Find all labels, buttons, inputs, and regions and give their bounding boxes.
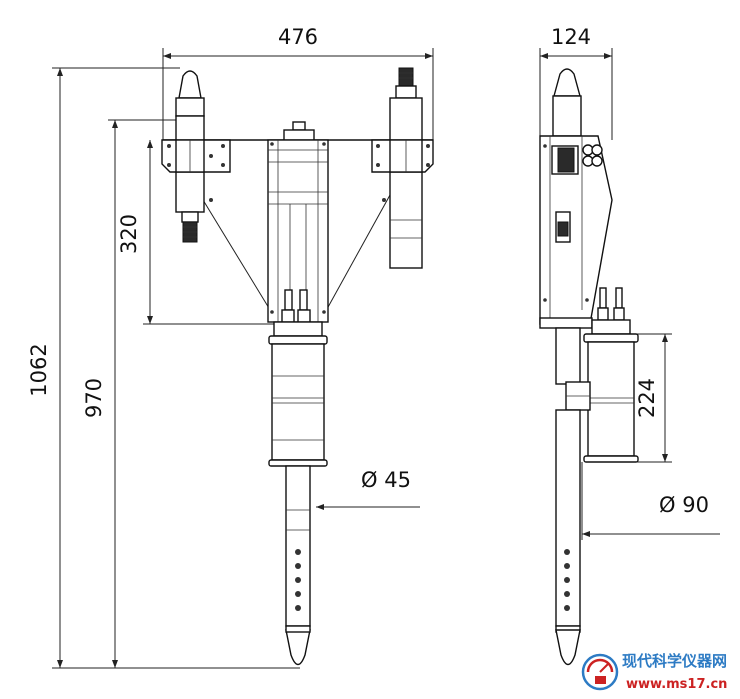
side-mount-plate (539, 135, 613, 329)
dim-rod-diameter: Ø 45 (361, 468, 411, 492)
watermark-site-name: 现代科学仪器网 (622, 652, 727, 670)
watermark: 现代科学仪器网 www.ms17.cn (581, 652, 727, 692)
side-rod-upper (555, 327, 581, 385)
side-connectors (591, 287, 631, 335)
side-main-body (565, 333, 639, 463)
probe-rod (285, 465, 311, 666)
gauge-logo-icon (581, 653, 619, 691)
side-view (539, 68, 639, 666)
dim-body-diameter: Ø 90 (659, 493, 709, 517)
dim-working-height: 970 (82, 378, 106, 418)
dim-total-height: 1062 (27, 343, 51, 396)
dim-body-height: 224 (635, 378, 659, 418)
right-sensor (371, 67, 434, 269)
dim-side-width: 124 (551, 25, 591, 49)
dim-bracket-height: 320 (117, 214, 141, 254)
side-probe-rod (555, 409, 581, 666)
front-view (161, 67, 434, 666)
left-sensor (161, 70, 231, 243)
main-body (268, 335, 328, 467)
dim-front-width: 476 (278, 25, 318, 49)
side-top-sensor (552, 68, 582, 137)
center-frame (267, 121, 329, 337)
watermark-url: www.ms17.cn (626, 677, 727, 692)
dimension-lines (52, 48, 720, 669)
